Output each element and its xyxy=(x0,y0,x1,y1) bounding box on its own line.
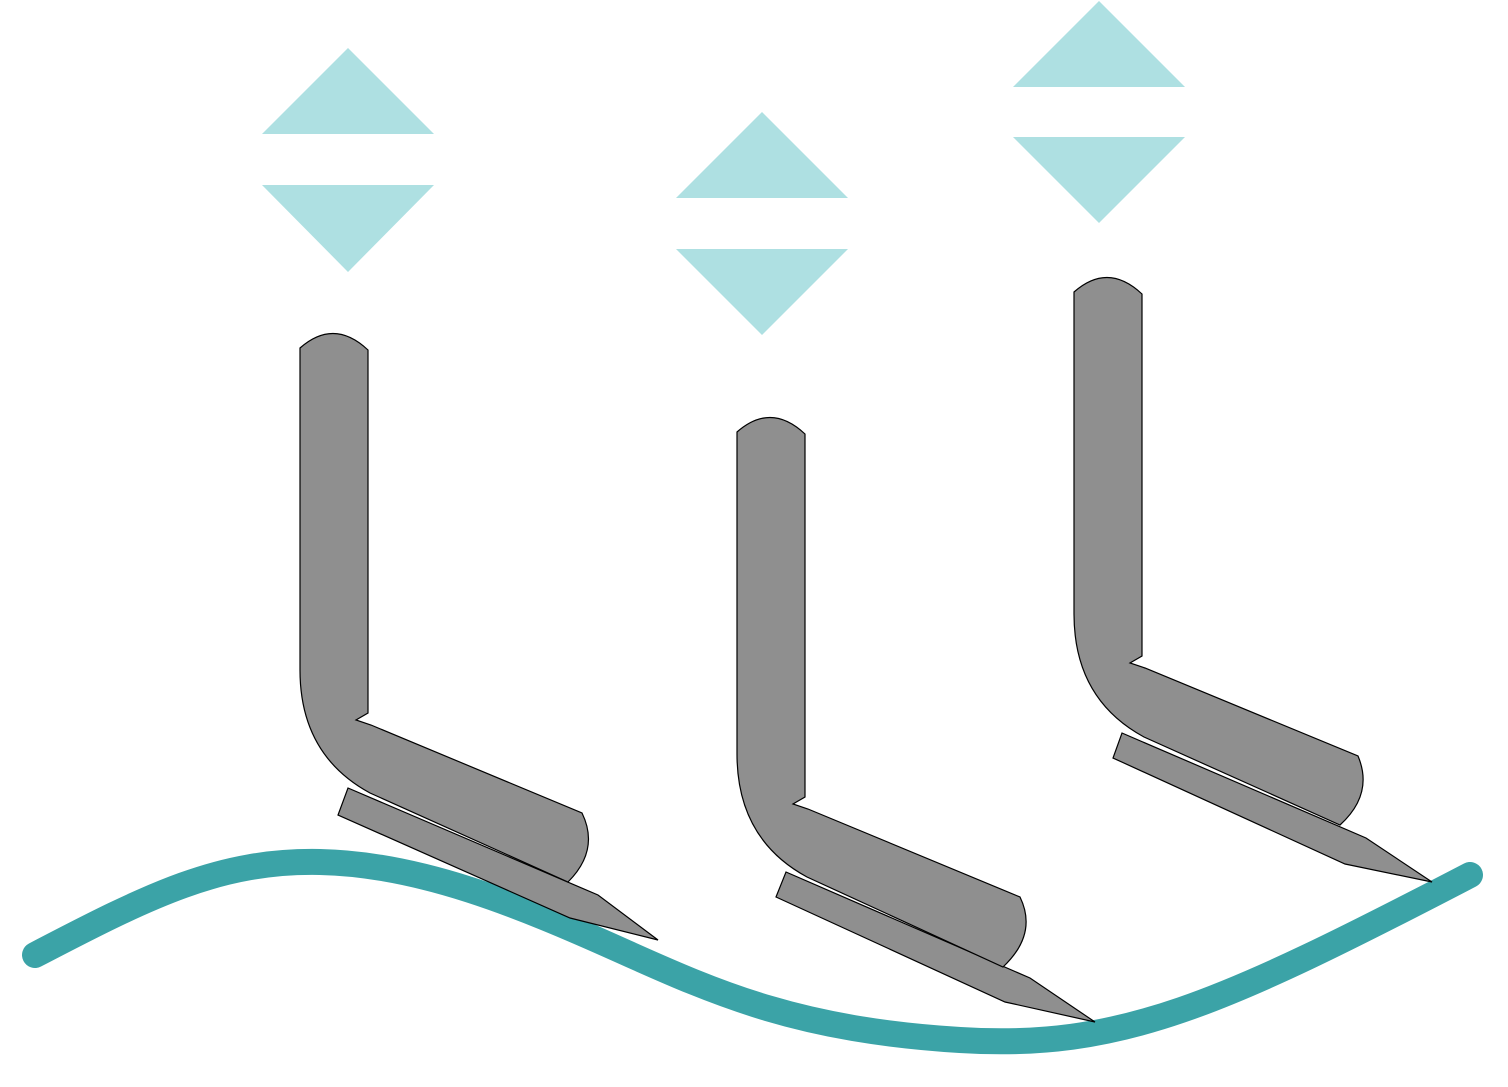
tool-body-middle xyxy=(736,416,1027,968)
tool-unit-left xyxy=(262,48,659,941)
down-arrow-icon[interactable] xyxy=(1013,137,1185,223)
blade-right xyxy=(1112,732,1433,883)
up-arrow-icon[interactable] xyxy=(676,112,848,198)
down-arrow-icon[interactable] xyxy=(676,249,848,335)
up-arrow-icon[interactable] xyxy=(262,48,434,134)
up-down-arrows-icon[interactable] xyxy=(262,48,434,272)
l-shaped-tool-right[interactable] xyxy=(1073,276,1433,883)
tool-body-left xyxy=(299,332,589,883)
up-down-arrows-icon[interactable] xyxy=(676,112,848,335)
tool-unit-right xyxy=(1013,1,1433,883)
tool-body-right xyxy=(1073,276,1364,826)
surface-line xyxy=(22,848,1483,1055)
l-shaped-tool-middle[interactable] xyxy=(736,416,1096,1023)
tool-unit-middle xyxy=(676,112,1096,1023)
up-down-arrows-icon[interactable] xyxy=(1013,1,1185,223)
down-arrow-icon[interactable] xyxy=(262,185,434,272)
l-shaped-tool-left[interactable] xyxy=(299,332,659,941)
up-arrow-icon[interactable] xyxy=(1013,1,1185,87)
